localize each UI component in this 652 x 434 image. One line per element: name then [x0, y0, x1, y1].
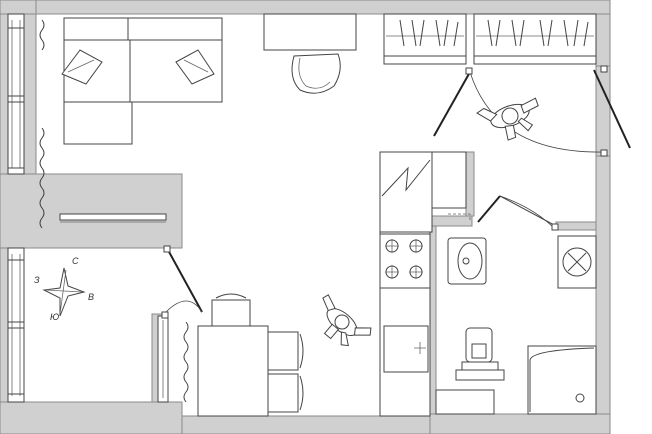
- shower: [527, 345, 597, 415]
- compass-rose: С З В Ю: [34, 256, 94, 322]
- compass-west: З: [34, 275, 40, 285]
- compass-south: Ю: [50, 312, 59, 322]
- compass-east: В: [88, 292, 94, 302]
- top-wall: [35, 0, 611, 15]
- bathroom: [435, 195, 597, 415]
- sofa: [61, 17, 223, 145]
- cushion-left-icon: [61, 49, 103, 85]
- bathroom-sink: [447, 237, 487, 285]
- wall-left-strip-top: [0, 13, 9, 175]
- window-bottom-left: [7, 247, 25, 403]
- bathroom-top-wall: [431, 215, 473, 227]
- balcony-bottom-wall: [0, 401, 183, 434]
- left-wall-upper: [0, 0, 37, 15]
- faucet-icon: [414, 342, 426, 354]
- entrance-door: [433, 65, 631, 157]
- hangers-right-icon: [487, 19, 589, 47]
- bathroom-top-wall-right: [555, 221, 597, 231]
- kitchen: [379, 151, 467, 417]
- walls: [0, 0, 611, 434]
- windows: [7, 13, 169, 403]
- compass-north: С: [72, 256, 79, 266]
- right-wall-lower: [595, 155, 611, 415]
- burner-icon: [385, 239, 423, 279]
- balcony-door: [161, 245, 203, 319]
- curtains: [39, 19, 189, 403]
- chair-right-2: [267, 373, 299, 413]
- tall-cabinet: [431, 151, 467, 209]
- compass-star-icon: [42, 267, 86, 317]
- dining-table: [197, 325, 269, 417]
- chair-top: [211, 299, 251, 327]
- fridge-zigzag-icon: [381, 159, 431, 197]
- toilet: [455, 327, 505, 381]
- fridge: [379, 151, 433, 233]
- radiator: [59, 213, 167, 221]
- kitchen-sink: [383, 325, 429, 373]
- sofa-extension: [63, 101, 133, 145]
- bathroom-left-wall: [429, 225, 437, 415]
- bathroom-cabinet: [435, 389, 495, 415]
- balcony-divider-wall: [0, 173, 183, 249]
- bottom-wall-main: [181, 415, 431, 434]
- door-leaf-left: [433, 71, 471, 137]
- curtain-middle: [39, 127, 45, 229]
- curtain-balcony: [183, 321, 189, 403]
- hall-wall: [465, 151, 475, 217]
- cushion-right-icon: [175, 49, 215, 85]
- bottom-wall-bath: [429, 413, 611, 434]
- person-icon-top: [476, 97, 539, 141]
- washing-machine-icon: [567, 252, 587, 272]
- person-icon-kitchen: [322, 294, 372, 347]
- sofa-back: [63, 17, 223, 41]
- wardrobes: [383, 13, 597, 65]
- wall-left-strip-bottom: [0, 247, 9, 403]
- window-top-left: [7, 13, 25, 175]
- chair-right-1: [267, 331, 299, 371]
- desk: [263, 13, 357, 51]
- right-wall: [595, 13, 611, 67]
- curtain-upper: [39, 19, 45, 51]
- hangers-left-icon: [399, 19, 459, 47]
- dining: [197, 293, 304, 417]
- desk-set: [263, 13, 357, 94]
- window-column-left: [23, 13, 37, 175]
